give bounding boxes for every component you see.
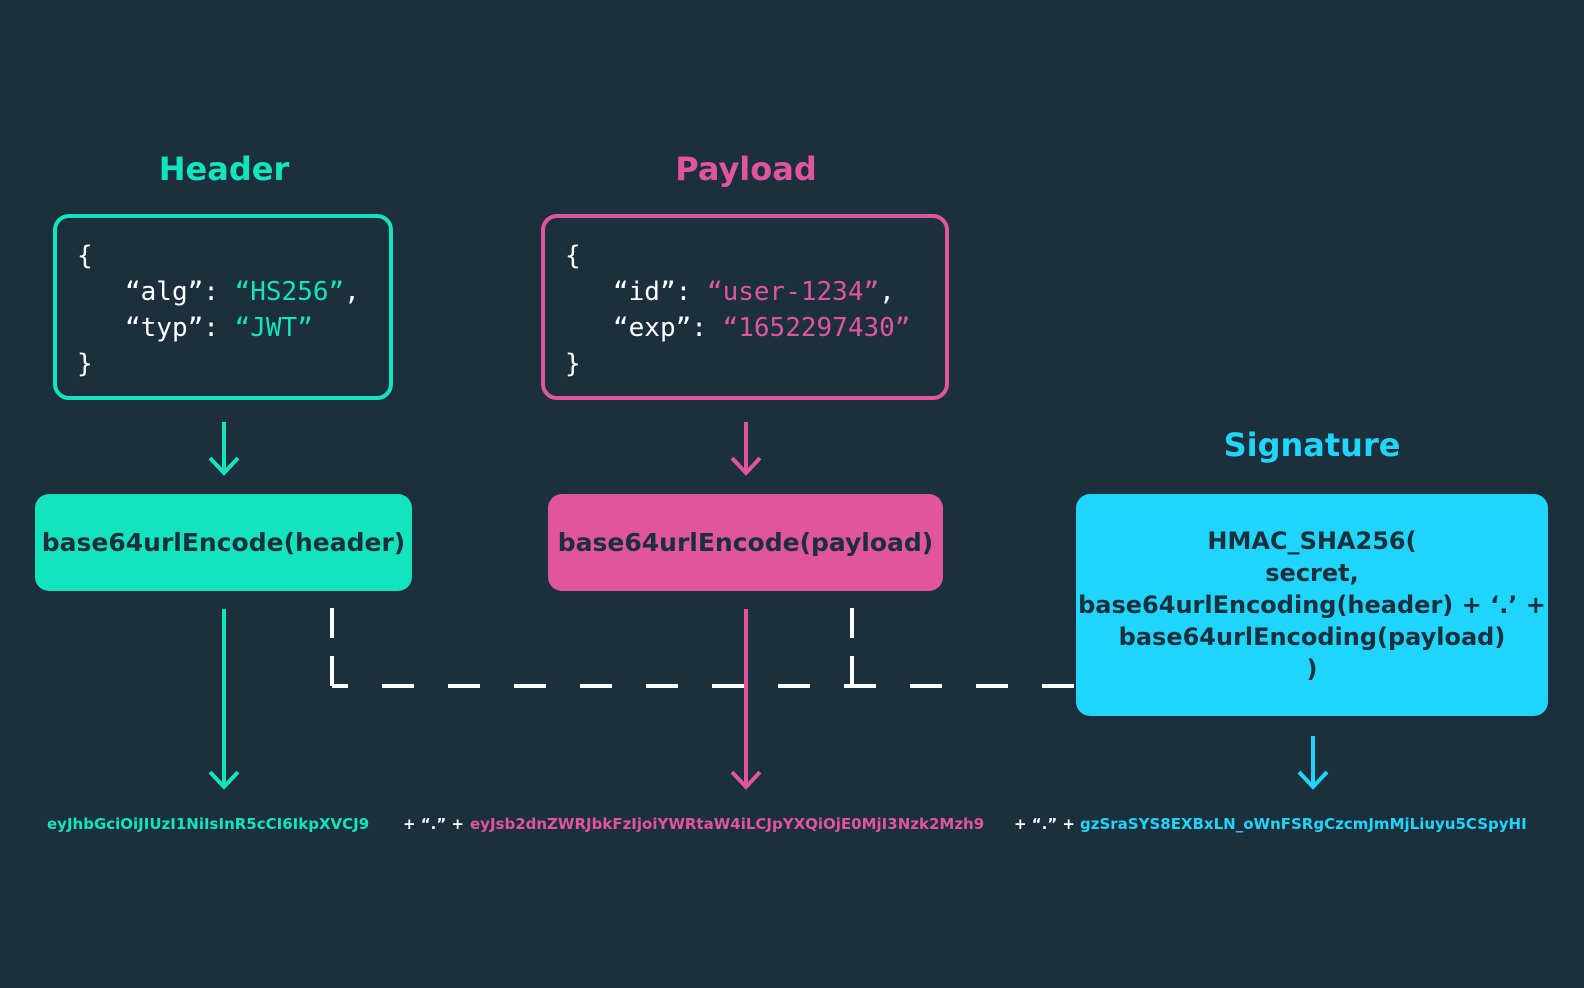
joiner-dot: + “.” + (403, 815, 464, 833)
formula-line: base64urlEncoding(payload) (1118, 623, 1506, 651)
json-open-brace: { (565, 241, 581, 271)
formula-line: ) (1306, 655, 1318, 683)
formula-line: secret, (1265, 559, 1359, 587)
formula-line: base64urlEncoding(header) + ‘.’ + (1078, 591, 1546, 619)
joiner-dot: + “.” + (1014, 815, 1075, 833)
payload-json-box: { “id”: “user-1234”, “exp”: “1652297430”… (541, 214, 949, 400)
json-value: “user-1234” (706, 277, 880, 307)
json-value: “HS256” (234, 277, 345, 307)
json-line-typ: “typ”: “JWT” (125, 313, 313, 343)
signature-formula-box: HMAC_SHA256( secret, base64urlEncoding(h… (1076, 494, 1548, 716)
json-key: “id” (613, 277, 676, 307)
formula-line: HMAC_SHA256( (1207, 527, 1417, 555)
signature-title: Signature (1223, 426, 1401, 464)
json-key: “typ” (125, 313, 204, 343)
header-arrow-bottom (208, 609, 240, 790)
payload-arrow-bottom (730, 609, 762, 790)
json-key: “alg” (125, 277, 204, 307)
payload-encode-box: base64urlEncode(payload) (548, 494, 943, 591)
json-line-id: “id”: “user-1234”, (613, 277, 895, 307)
json-line-exp: “exp”: “1652297430” (613, 313, 911, 343)
signature-arrow (1297, 736, 1329, 790)
json-value: “1652297430” (722, 313, 911, 343)
header-title: Header (158, 150, 290, 188)
payload-arrow-top (730, 422, 762, 476)
payload-title: Payload (675, 150, 817, 188)
json-key: “exp” (613, 313, 692, 343)
header-encode-box: base64urlEncode(header) (35, 494, 412, 591)
signature-token: gzSraSYS8EXBxLN_oWnFSRgCzcmJmMjLiuyu5CSp… (1080, 815, 1527, 833)
json-line-alg: “alg”: “HS256”, (125, 277, 360, 307)
payload-token: eyJsb2dnZWRJbkFzIjoiYWRtaW4iLCJpYXQiOjE0… (470, 815, 985, 833)
dashed-connector (330, 608, 1076, 688)
json-close-brace: } (565, 349, 581, 379)
json-value: “JWT” (234, 313, 313, 343)
json-close-brace: } (77, 349, 93, 379)
header-json-box: { “alg”: “HS256”, “typ”: “JWT” } (53, 214, 393, 400)
header-token: eyJhbGciOiJIUzI1NiIsInR5cCI6IkpXVCJ9 (47, 815, 370, 833)
header-arrow-top (208, 422, 240, 476)
json-open-brace: { (77, 241, 93, 271)
